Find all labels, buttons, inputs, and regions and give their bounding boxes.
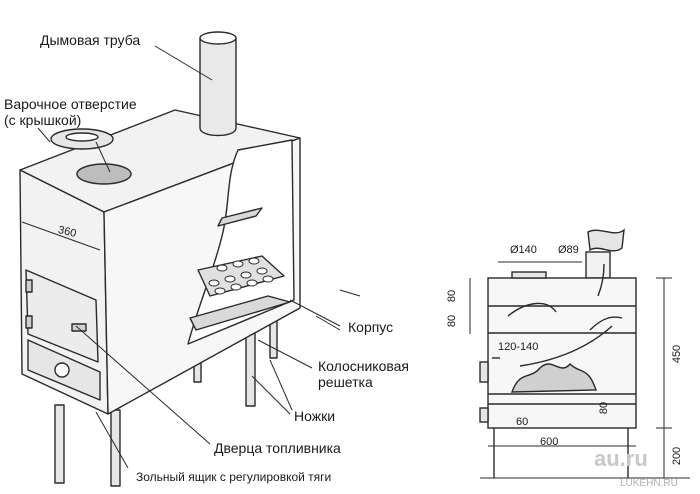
dim-temp: 120-140: [498, 341, 539, 353]
door-hinge-bottom: [25, 315, 33, 329]
flow-arrow-1: [507, 302, 557, 317]
grate-holes: [208, 257, 274, 295]
chimney-top: [199, 31, 237, 45]
label-grate-2: решетка: [318, 374, 373, 390]
leg-front-right: [110, 409, 121, 487]
dim-d140: Ø140: [510, 244, 537, 256]
door-handle: [71, 323, 87, 332]
ash-shelf: [189, 295, 291, 331]
dim-h200: 200: [671, 446, 684, 466]
label-fuel-door: Дверца топливника: [214, 440, 341, 456]
label-chimney: Дымовая труба: [40, 32, 141, 48]
smoke-flag: [587, 228, 625, 252]
label-ash-box: Зольный ящик с регулировкой тяги: [136, 470, 332, 484]
fuel-door: [25, 269, 99, 363]
dim-h450: 450: [671, 344, 684, 364]
flow-arrow-2: [589, 316, 623, 331]
leg-back-right: [245, 329, 256, 407]
chimney-pipe: [199, 37, 237, 137]
label-body: Корпус: [348, 319, 394, 335]
dim-h80-mid: 80: [446, 314, 459, 328]
flame-area: [510, 362, 597, 393]
dim-d89: Ø89: [558, 244, 579, 256]
door-hinge-top: [25, 279, 33, 293]
dim-h80-low: 80: [598, 401, 611, 415]
section-ashdoor: [479, 407, 489, 423]
leg-front-left: [54, 404, 65, 484]
label-grate-1: Колосниковая: [318, 358, 410, 374]
dim-w60: 60: [516, 416, 529, 428]
flow-arrow-3: [519, 325, 613, 367]
dim-w600: 600: [540, 436, 559, 448]
flow-arrow-4: [597, 263, 605, 297]
label-cooking-hole-1: Варочное отверстие: [4, 96, 137, 112]
leader-lines: [21, 45, 361, 469]
label-legs: Ножки: [294, 408, 336, 424]
ash-box-knob: [54, 362, 70, 378]
inner-baffle: [217, 207, 263, 227]
watermark-sub: LUKEHN.RU: [620, 478, 678, 489]
label-cooking-hole-2: (с крышкой): [4, 112, 82, 128]
section-lid: [511, 271, 547, 279]
cooking-lid-inner: [65, 132, 99, 142]
cooking-hole: [76, 163, 132, 185]
section-chimney: [585, 251, 611, 279]
watermark-logo: au.ru: [594, 446, 648, 471]
stove-section: [469, 228, 690, 479]
section-door: [479, 361, 489, 383]
section-body: [487, 277, 637, 429]
dim-h80-top: 80: [446, 289, 459, 303]
stove-3d: [19, 31, 301, 487]
